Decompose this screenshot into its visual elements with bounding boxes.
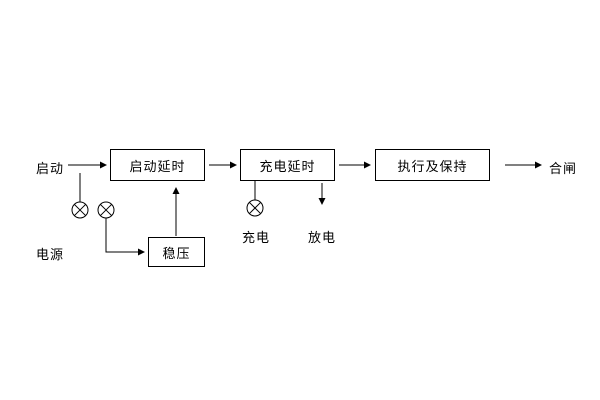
discharge-label: 放电 bbox=[308, 230, 337, 245]
charge-label: 充电 bbox=[242, 230, 271, 245]
charge-delay-box: 充电延时 bbox=[240, 149, 335, 181]
arrow-discharge bbox=[318, 183, 326, 205]
lamp-icon bbox=[246, 199, 264, 217]
execute-hold-box: 执行及保持 bbox=[375, 149, 490, 181]
close-label: 合闸 bbox=[549, 161, 578, 176]
arrow-start-to-startdelay bbox=[68, 161, 107, 169]
lamp-icon bbox=[71, 201, 89, 219]
arrow-regulator-to-startdelay bbox=[172, 187, 180, 236]
power-label: 电源 bbox=[36, 247, 65, 262]
arrow-executehold-to-close bbox=[505, 161, 542, 169]
lamp-icon bbox=[97, 201, 115, 219]
regulator-box: 稳压 bbox=[148, 237, 205, 267]
arrow-chargedelay-to-executehold bbox=[339, 161, 371, 169]
start-delay-box: 启动延时 bbox=[110, 149, 205, 181]
arrow-power-to-regulator bbox=[105, 218, 145, 256]
start-label: 启动 bbox=[36, 161, 65, 176]
arrow-startdelay-to-chargedelay bbox=[209, 161, 237, 169]
